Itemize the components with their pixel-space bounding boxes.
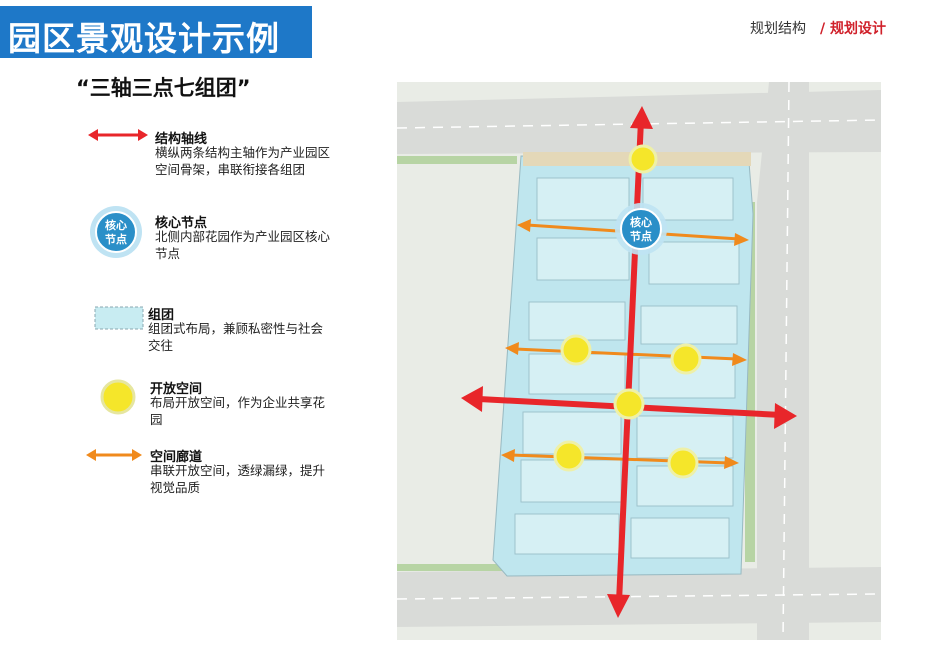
legend-desc-open-space: 布局开放空间，作为企业共享花园 bbox=[150, 395, 326, 427]
site-plan-map: 核心 节点 bbox=[397, 82, 881, 640]
open-space-dots bbox=[553, 144, 702, 479]
legend-item-cluster: 组团 组团式布局，兼顾私密性与社会交往 bbox=[0, 304, 360, 374]
legend-item-open-space: 开放空间 布局开放空间，作为企业共享花园 bbox=[0, 378, 360, 448]
legend-title-corridor: 空间廊道 bbox=[150, 450, 203, 465]
orange-double-arrow-icon bbox=[86, 449, 142, 461]
legend-title-core-node: 核心节点 bbox=[155, 216, 208, 231]
svg-text:节点: 节点 bbox=[105, 232, 127, 246]
red-double-arrow-icon bbox=[88, 129, 148, 141]
legend-title-open-space: 开放空间 bbox=[150, 382, 203, 397]
legend-desc-cluster: 组团式布局，兼顾私密性与社会交往 bbox=[148, 321, 324, 353]
site-plan-drawing: 核心 节点 bbox=[397, 82, 881, 640]
legend-title-axis: 结构轴线 bbox=[155, 132, 208, 147]
core-node-label-line1: 核心 bbox=[630, 215, 652, 229]
core-node-label-line2: 节点 bbox=[630, 229, 652, 243]
core-node-icon: 核心 节点 bbox=[90, 206, 142, 258]
legend-desc-axis: 横纵两条结构主轴作为产业园区空间骨架，串联衔接各组团 bbox=[155, 145, 331, 177]
legend-item-core-node: 核心 节点 核心节点 北侧内部花园作为产业园区核心节点 bbox=[0, 206, 360, 282]
page-title: 园区景观设计示例 bbox=[8, 19, 280, 58]
core-node-marker: 核心 节点 bbox=[615, 203, 667, 255]
page-title-banner: 园区景观设计示例 bbox=[0, 6, 312, 58]
yellow-dot-icon bbox=[100, 379, 136, 415]
breadcrumb-design[interactable]: / 规划设计 bbox=[820, 21, 886, 37]
legend-item-axis: 结构轴线 横纵两条结构主轴作为产业园区空间骨架，串联衔接各组团 bbox=[0, 128, 360, 198]
legend-desc-core-node: 北侧内部花园作为产业园区核心节点 bbox=[155, 229, 331, 261]
legend-desc-corridor: 串联开放空间，透绿漏绿，提升视觉品质 bbox=[150, 463, 326, 495]
legend-item-corridor: 空间廊道 串联开放空间，透绿漏绿，提升视觉品质 bbox=[0, 446, 360, 516]
cluster-swatch-icon bbox=[94, 306, 144, 330]
plan-subtitle: “三轴三点七组团” bbox=[76, 76, 251, 100]
svg-text:核心: 核心 bbox=[105, 218, 127, 232]
breadcrumb-structure[interactable]: 规划结构 bbox=[750, 21, 806, 37]
east-road bbox=[757, 82, 809, 640]
legend-title-cluster: 组团 bbox=[148, 308, 175, 323]
